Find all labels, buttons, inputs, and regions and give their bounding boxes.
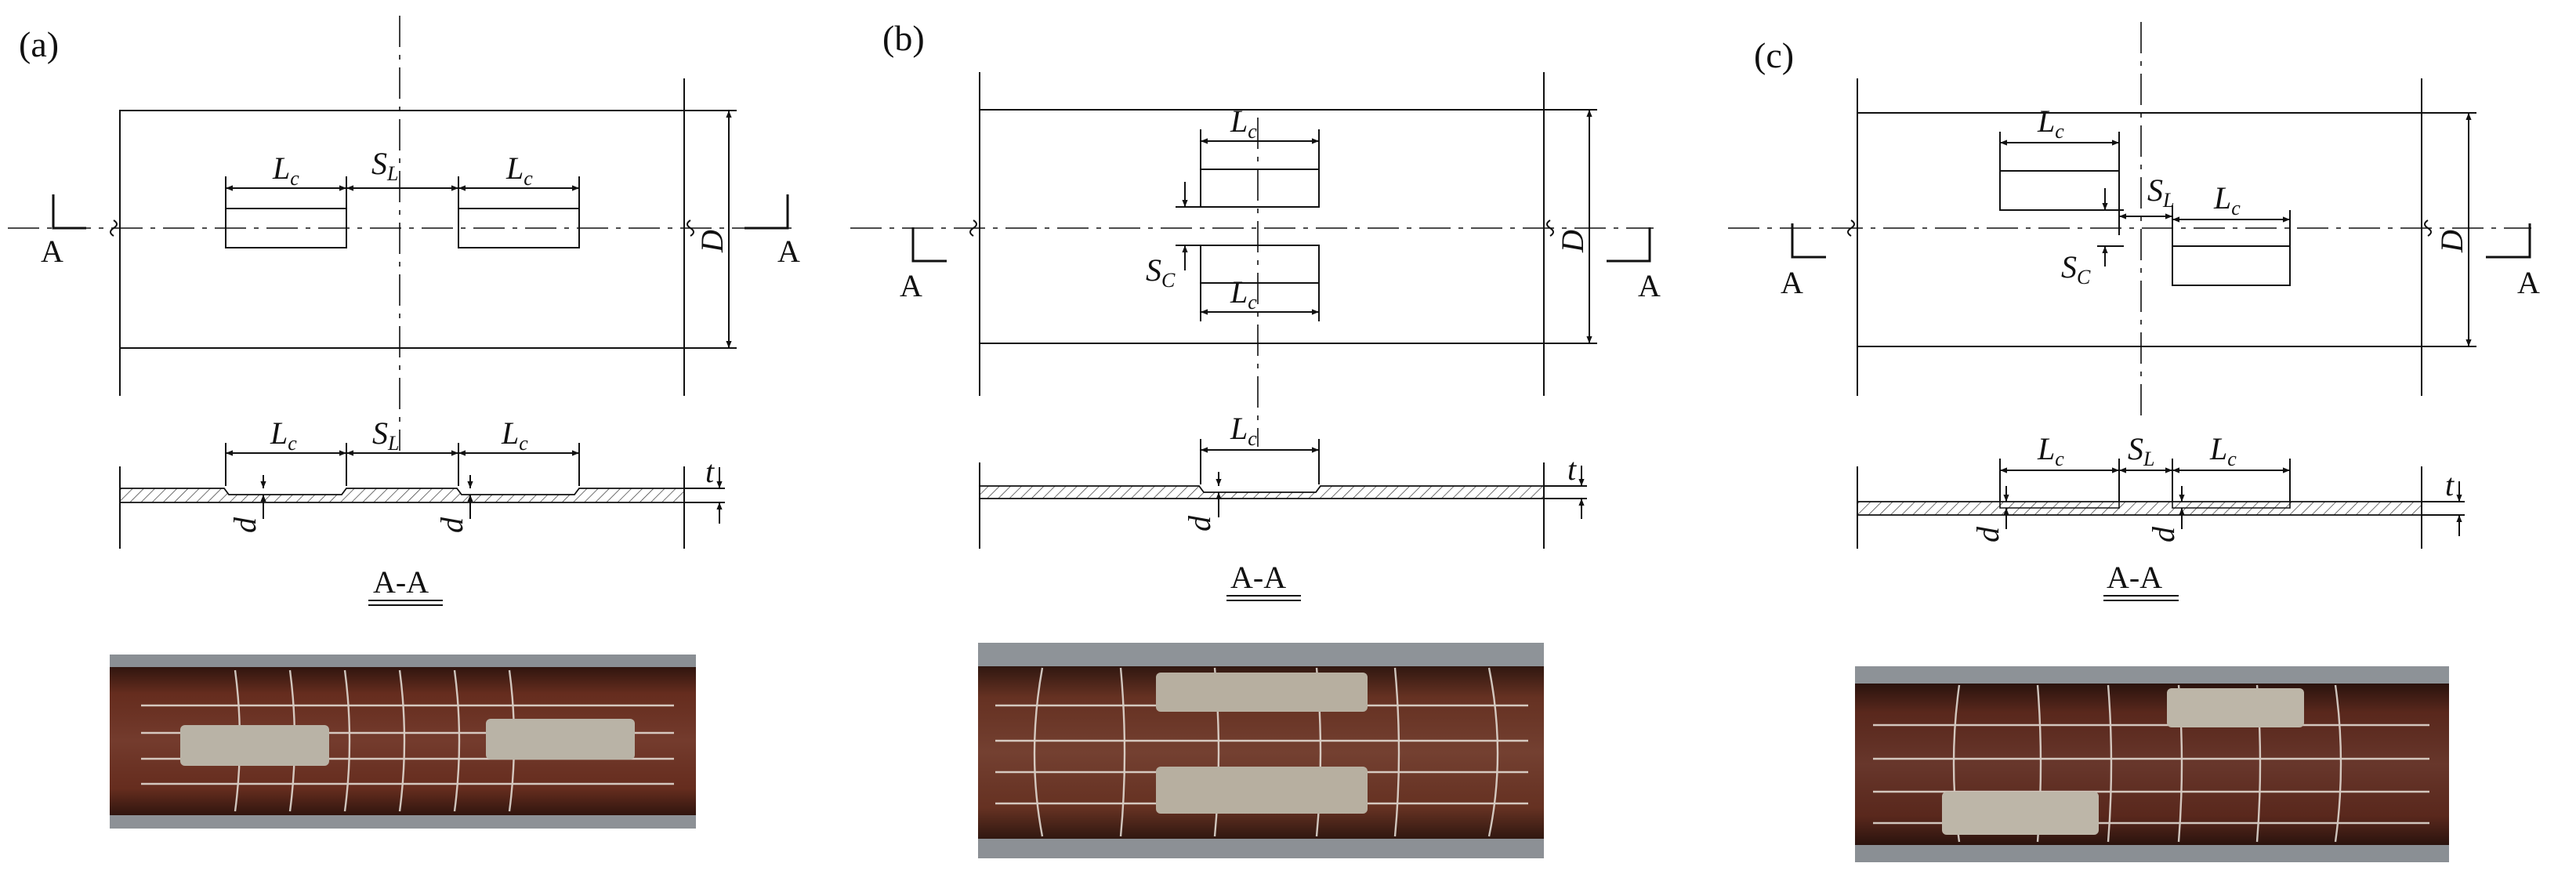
panel-b-section-view: Lc d t A-A	[979, 411, 1587, 601]
svg-text:t: t	[1567, 452, 1577, 487]
panel-c-defect-groove-right	[2172, 502, 2291, 509]
svg-text:A: A	[41, 234, 63, 269]
photo-a-patch-right	[486, 719, 635, 760]
panel-a-plan-dim-3: Lc	[505, 151, 533, 190]
photo-a	[110, 655, 696, 829]
photo-c-patch-bottom	[1942, 792, 2099, 835]
panel-b-defect-bottom	[1200, 245, 1320, 284]
panel-a-section-dim-3: Lc	[501, 415, 528, 455]
panel-c-defect-groove-left	[1999, 502, 2120, 509]
panel-b: (b) Lc SC Lc	[850, 18, 1661, 601]
panel-c-wall-section	[1857, 501, 2422, 516]
panel-a-section-title: A-A	[373, 564, 429, 600]
panel-b-defect-top	[1200, 169, 1320, 208]
panel-c-section-mark-right	[2486, 223, 2531, 259]
panel-a: (a) Lc SL Lc D	[8, 16, 800, 606]
photo-c-patch-top	[2167, 688, 2304, 727]
panel-c-defect-bottom	[2172, 245, 2291, 286]
panel-a-label: (a)	[19, 24, 59, 64]
panel-a-section-mark-left	[52, 194, 86, 230]
photo-a-patch-left	[180, 725, 329, 766]
svg-text:A: A	[1638, 268, 1661, 303]
svg-text:t: t	[2445, 467, 2455, 502]
panel-c-section-dim-2: SL	[2128, 431, 2154, 470]
svg-text:d: d	[1970, 526, 2005, 542]
photo-b-patch-top	[1156, 673, 1368, 712]
panel-c-diameter-label: D	[2434, 230, 2469, 253]
photo-b-patch-bottom	[1156, 767, 1368, 814]
svg-text:A: A	[2517, 265, 2540, 300]
panel-c-label: (c)	[1754, 35, 1794, 75]
panel-b-plan-view: Lc SC Lc D A A	[850, 72, 1661, 447]
photo-c	[1855, 666, 2449, 862]
panel-b-plan-dim-2: SC	[1146, 252, 1176, 292]
panel-c-plan-dim-4: SC	[2061, 249, 2091, 288]
panel-c-section-view: Lc SL Lc d d t A-A	[1857, 431, 2465, 601]
svg-text:A: A	[1781, 265, 1803, 300]
panel-c-section-title: A-A	[2107, 560, 2162, 595]
svg-text:A: A	[900, 268, 922, 303]
panel-a-defect-left	[225, 208, 347, 248]
panel-b-plan-dim-1: Lc	[1230, 103, 1257, 143]
svg-text:d: d	[227, 517, 263, 533]
panel-b-section-mark-right	[1607, 227, 1651, 263]
panel-c-plan-dim-3: Lc	[2213, 180, 2241, 219]
svg-text:d: d	[434, 517, 469, 533]
panel-a-section-view: Lc SL Lc d d t A-A	[119, 415, 725, 606]
panel-c-plan-dim-1: Lc	[2037, 103, 2064, 143]
svg-text:A: A	[777, 234, 800, 269]
panel-c-plan-dim-2: SL	[2147, 172, 2174, 212]
panel-a-section-mark-right	[745, 194, 789, 230]
panel-a-plan-dim-2: SL	[371, 146, 398, 185]
panel-a-section-dim-2: SL	[372, 415, 399, 455]
panel-b-section-dim-1: Lc	[1230, 411, 1257, 450]
panel-c: (c) Lc SL Lc SC	[1728, 22, 2540, 601]
photo-b	[978, 643, 1544, 858]
panel-c-plan-view: Lc SL Lc SC D A A	[1728, 22, 2540, 415]
svg-text:d: d	[1182, 515, 1217, 531]
panel-b-wall-section	[979, 485, 1545, 499]
panel-a-defect-right	[458, 208, 580, 248]
panel-a-plan-dim-1: Lc	[272, 151, 299, 190]
panel-c-section-dim-1: Lc	[2037, 431, 2064, 470]
svg-text:t: t	[705, 454, 715, 489]
panel-b-label: (b)	[882, 18, 925, 58]
panel-c-section-mark-left	[1791, 223, 1826, 259]
panel-b-section-mark-left	[911, 227, 947, 263]
panel-a-diameter-label: D	[694, 230, 730, 253]
panel-c-section-dim-3: Lc	[2209, 431, 2237, 470]
panel-a-section-dim-1: Lc	[270, 415, 297, 455]
panel-b-plan-dim-3: Lc	[1230, 274, 1257, 314]
panel-b-section-title: A-A	[1230, 560, 1286, 595]
panel-a-plan-view: Lc SL Lc D A A	[8, 16, 800, 451]
panel-a-wall-section	[119, 488, 685, 503]
panel-b-diameter-label: D	[1555, 230, 1590, 253]
panel-c-defect-top	[1999, 170, 2120, 211]
svg-text:d: d	[2146, 526, 2181, 542]
